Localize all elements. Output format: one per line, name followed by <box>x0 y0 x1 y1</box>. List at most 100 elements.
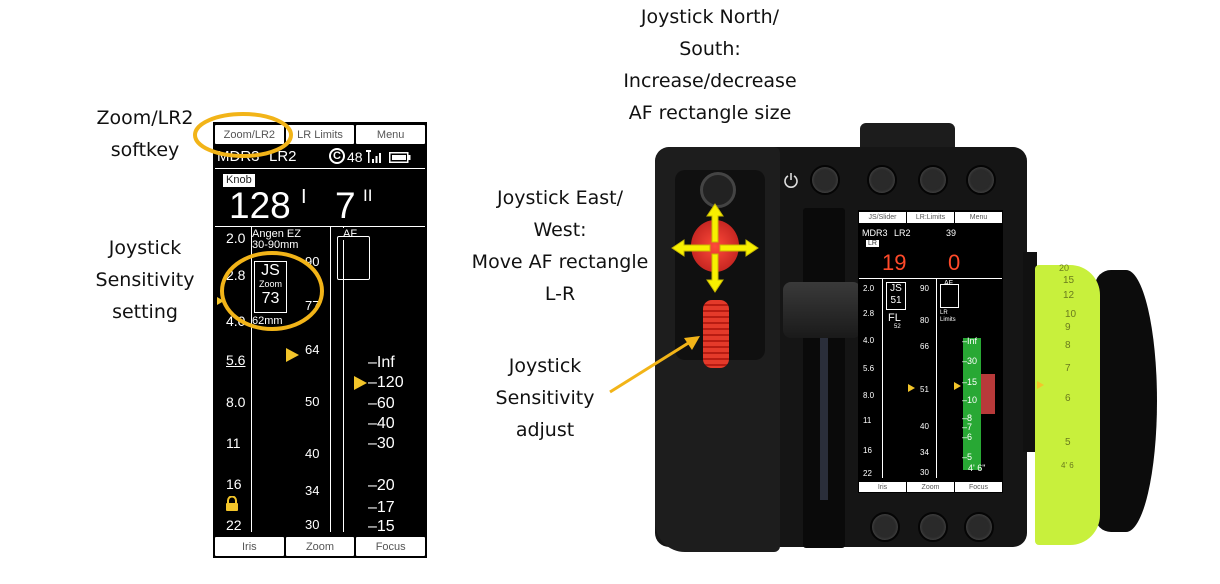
bottom-button-3[interactable] <box>964 512 994 542</box>
focus-wheel-rubber[interactable] <box>1095 270 1157 532</box>
focus-scale-value: –17 <box>368 499 395 516</box>
top-button-1[interactable] <box>810 165 840 195</box>
zoom-scale-value: 64 <box>305 342 320 357</box>
device-af-label: AF <box>944 280 953 287</box>
device-lr-badge: LR <box>866 240 879 247</box>
annotation-line: Joystick <box>108 237 182 259</box>
lock-icon <box>226 496 238 511</box>
device-focus-value: –15 <box>962 377 978 387</box>
softkey-menu[interactable]: Menu <box>356 125 426 144</box>
device-focus-value: –5 <box>962 452 973 462</box>
iris-scale-value: 22 <box>226 517 242 533</box>
softkey-zoom-lr2[interactable]: Zoom/LR2 <box>215 125 284 144</box>
softkey-zoom[interactable]: Zoom <box>285 537 355 556</box>
top-button-3[interactable] <box>918 165 948 195</box>
device-focus-value: –10 <box>962 395 978 405</box>
focus-ring-mark: 6 <box>1065 393 1071 404</box>
bottom-button-1[interactable] <box>870 512 900 542</box>
device-screen: JS/Slider LR:Limits Menu MDR3 LR2 39 LR … <box>858 210 1003 493</box>
device-lr-limits-label: LR Limits <box>940 310 956 324</box>
annotation-line: Joystick North/ <box>640 6 780 28</box>
distance-inches-mark: II <box>363 186 373 205</box>
device-softkey-zoom[interactable]: Zoom <box>907 482 954 492</box>
distance-inches: 7 <box>335 185 356 226</box>
focus-wheel[interactable] <box>1023 252 1037 452</box>
status-channel: 48 <box>347 149 363 165</box>
device-distance-divider <box>859 278 1002 279</box>
zoom-position-marker <box>286 348 299 362</box>
focus-ring-mark: 15 <box>1063 275 1075 286</box>
zoom-column-divider <box>330 227 331 532</box>
af-rectangle <box>337 236 370 280</box>
top-button-4[interactable] <box>966 165 996 195</box>
annotation-line: softkey <box>110 139 180 161</box>
iris-scale-value: 8.0 <box>226 394 246 410</box>
lens-current-focal-length: 62mm <box>252 315 283 327</box>
focus-scale-value: –40 <box>368 415 395 432</box>
focus-ring-mark: 10 <box>1065 309 1077 320</box>
zoom-scale-value: 30 <box>305 517 320 532</box>
focus-ring-mark: 5 <box>1065 437 1071 448</box>
softkey-focus[interactable]: Focus <box>356 537 426 556</box>
device-zoom-value: 66 <box>920 342 929 351</box>
iris-scale-value: 16 <box>226 476 242 492</box>
focus-scale-value: –20 <box>368 477 395 494</box>
device-softkey-iris[interactable]: Iris <box>859 482 906 492</box>
focus-scale-value: –30 <box>368 435 395 452</box>
focus-scale-value: –Inf <box>368 354 395 371</box>
device-zoom-value: 30 <box>920 468 929 477</box>
device-lr-limits-line: Limits <box>940 317 956 323</box>
js-sensitivity-box: JS Zoom 73 <box>254 261 287 313</box>
highlight-js-sensitivity <box>220 251 324 331</box>
joystick-knob[interactable] <box>700 172 736 208</box>
device-zoom-value: 34 <box>920 448 929 457</box>
zoom-scale-value: 34 <box>305 483 320 498</box>
annotation-line: West: <box>533 219 587 241</box>
js-value: 73 <box>261 290 280 307</box>
top-button-2[interactable] <box>867 165 897 195</box>
device-zoom-value: 51 <box>920 385 929 394</box>
annotation-line: adjust <box>515 419 575 441</box>
highlight-zoom-lr2-softkey <box>193 112 293 158</box>
device-softkey-lr-limits[interactable]: LR:Limits <box>907 212 954 223</box>
annotation-line: Zoom/LR2 <box>96 107 194 129</box>
softkey-lr-limits[interactable]: LR Limits <box>285 125 355 144</box>
js-label: JS <box>261 262 280 279</box>
af-label: AF <box>341 228 360 240</box>
zoom-scale-value: 40 <box>305 446 320 461</box>
device-zoom-marker <box>908 384 915 392</box>
softkey-iris[interactable]: Iris <box>215 537 284 556</box>
slider-handle[interactable] <box>783 282 861 338</box>
device-zoom-value: 90 <box>920 284 929 293</box>
annotation-line: AF rectangle size <box>628 102 792 124</box>
annotation-joystick-north-south: Joystick North/ South: Increase/decrease… <box>595 1 825 129</box>
device-status-lr: LR2 <box>894 228 911 238</box>
annotation-line: Move AF rectangle <box>471 251 649 273</box>
device-softkey-focus[interactable]: Focus <box>955 482 1002 492</box>
focus-ring-mark: 4' 6 <box>1061 461 1074 470</box>
slider-track-groove <box>820 330 828 500</box>
device-fl-value: 52 <box>894 324 901 330</box>
focus-ring-mark: 20 <box>1059 263 1070 273</box>
device-iris-value: 22 <box>863 469 872 478</box>
device-focus-bar-red <box>981 374 995 414</box>
device-focus-bottom-value: 4' 6" <box>968 463 986 473</box>
status-divider <box>215 168 425 169</box>
annotation-line: South: <box>679 38 741 60</box>
bottom-button-2[interactable] <box>918 512 948 542</box>
annotation-sensitivity-adjust: Joystick Sensitivity adjust <box>470 350 620 446</box>
device-focus-value: –30 <box>962 356 978 366</box>
device-softkey-js-slider[interactable]: JS/Slider <box>859 212 906 223</box>
device-softkey-menu[interactable]: Menu <box>955 212 1002 223</box>
annotation-line: L-R <box>544 283 576 305</box>
device-status-channel: 39 <box>946 228 957 238</box>
device-focus-marker <box>954 382 961 390</box>
knob-badge: Knob <box>223 174 255 187</box>
annotation-sensitivity-setting: Joystick Sensitivity setting <box>70 232 220 328</box>
device-iris-value: 11 <box>863 416 872 425</box>
annotation-line: Increase/decrease <box>623 70 797 92</box>
device-focus-value: –8 <box>962 413 973 423</box>
sensitivity-wheel[interactable] <box>703 300 729 368</box>
lens-range: 30-90mm <box>252 239 299 251</box>
device-focus-bar-green <box>963 338 981 470</box>
